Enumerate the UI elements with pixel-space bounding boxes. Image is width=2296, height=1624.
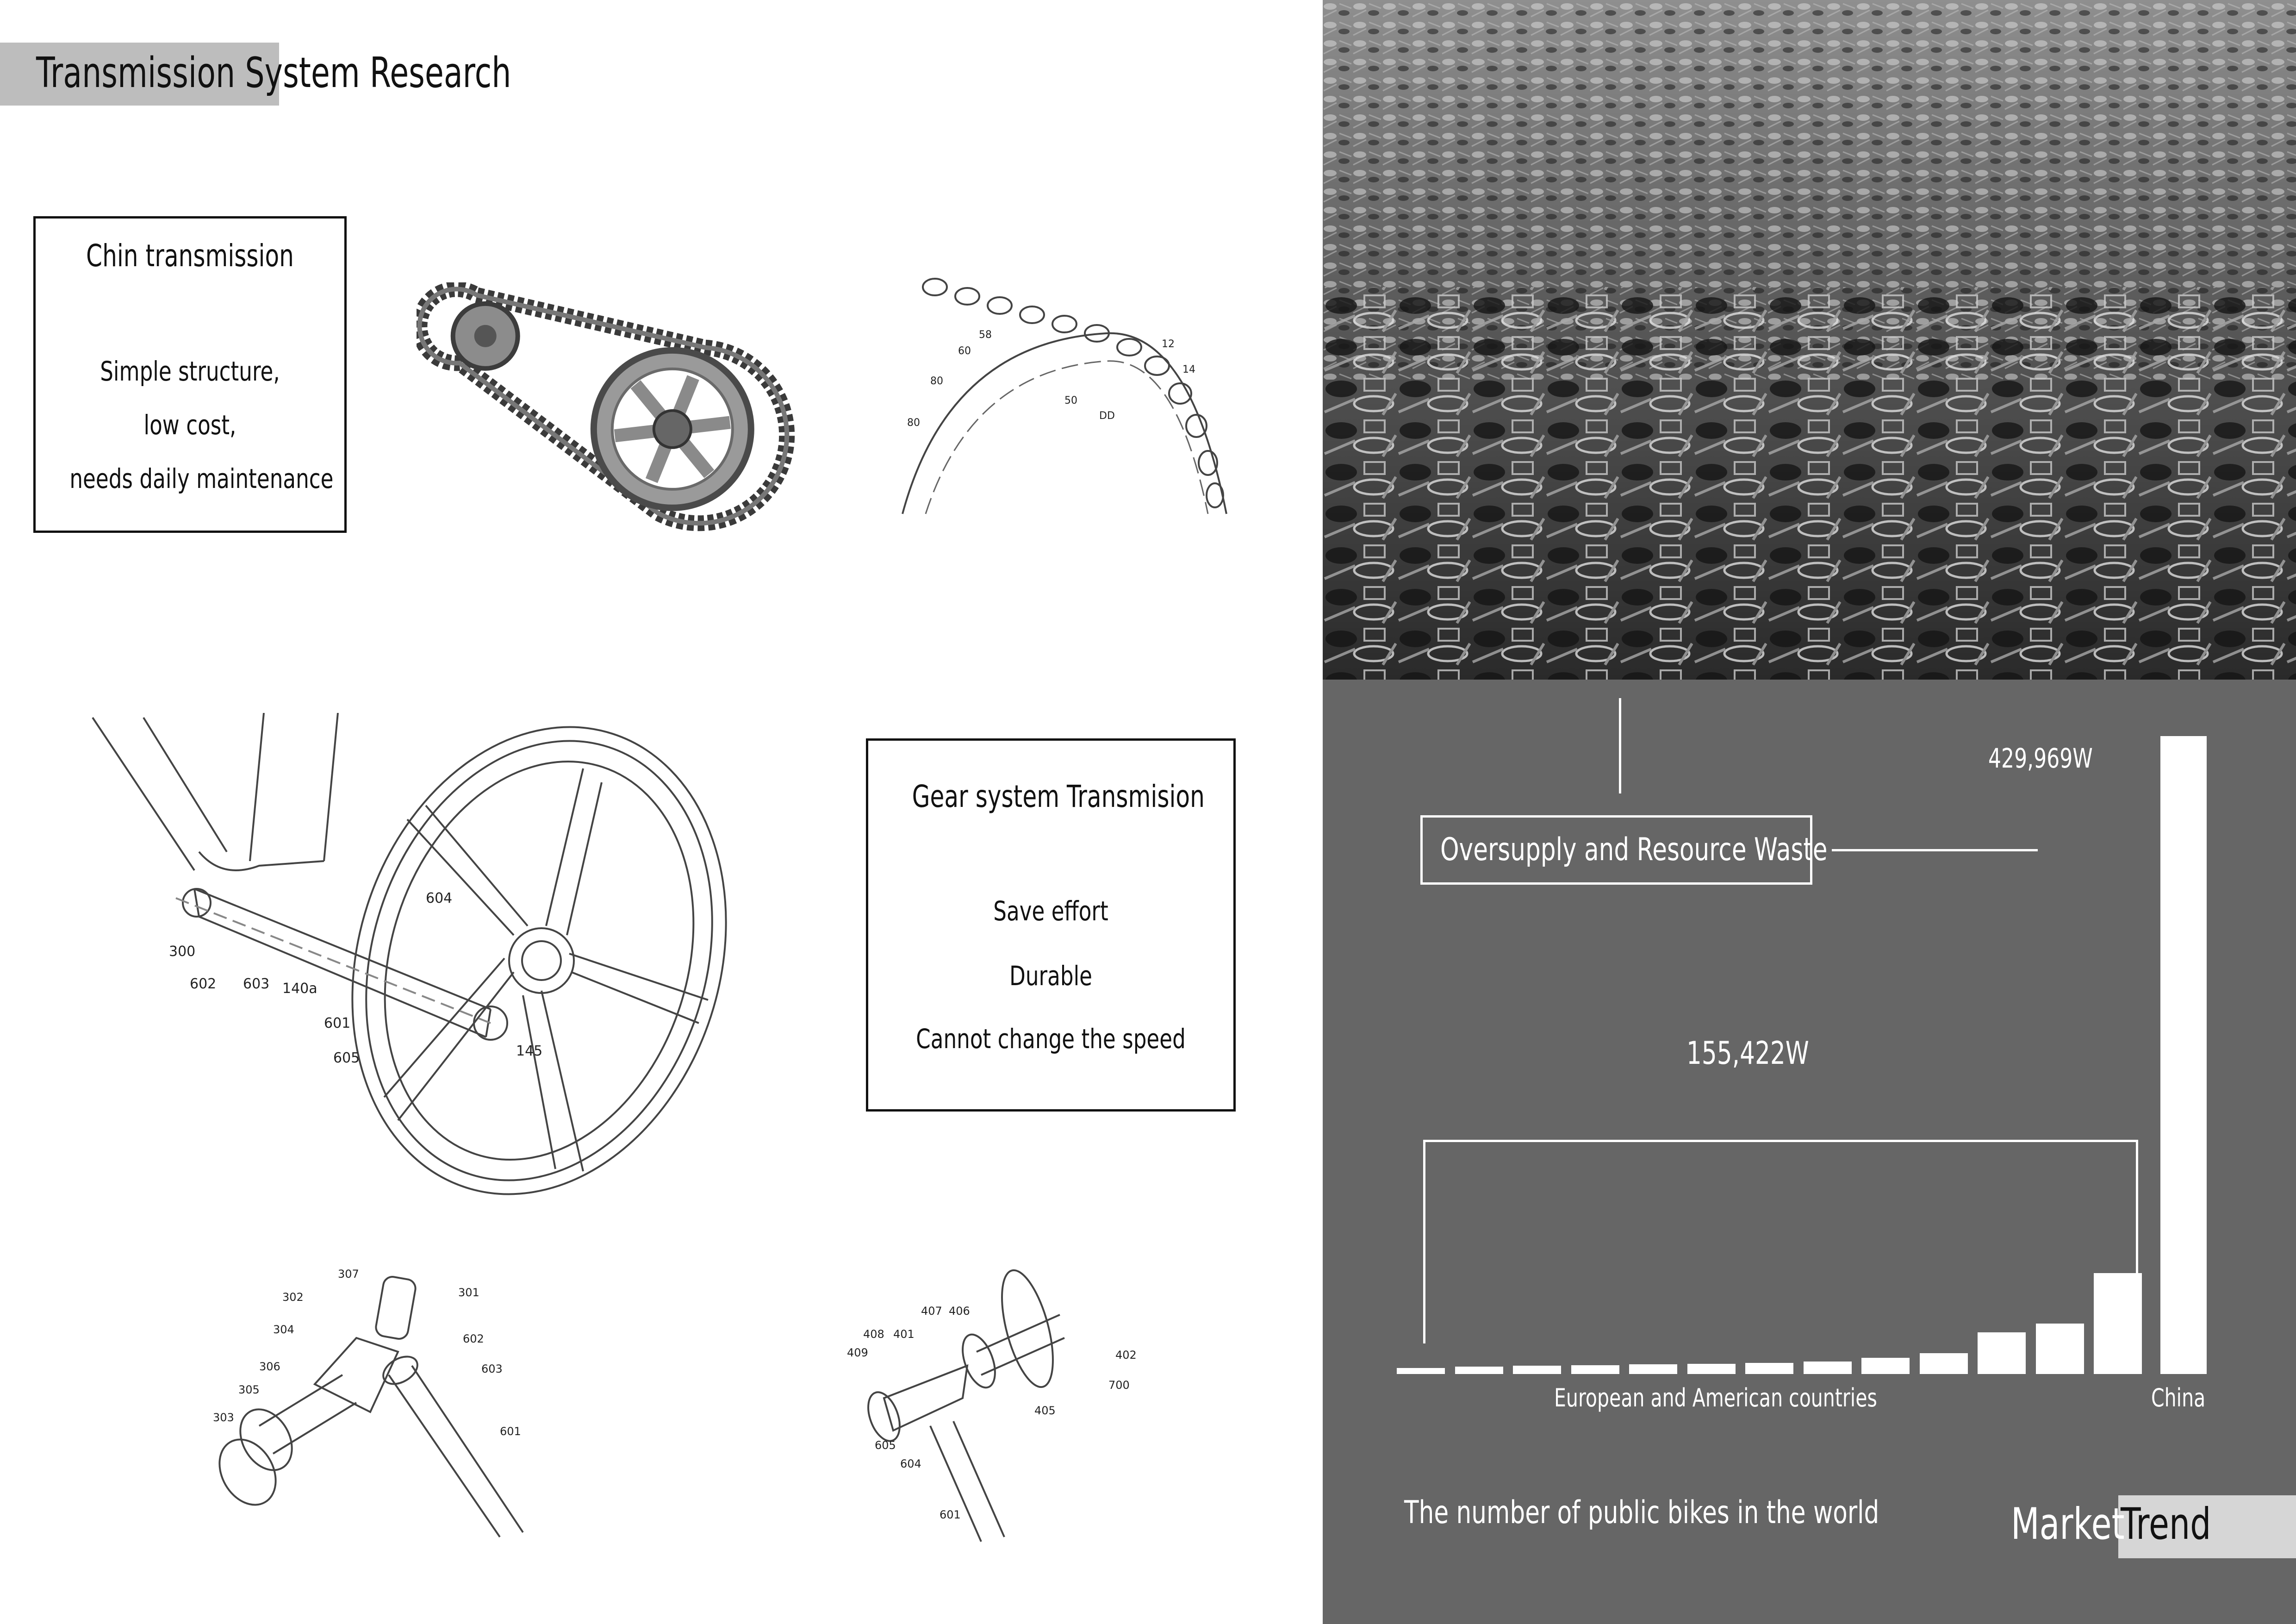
sprocket-label: DD	[1099, 410, 1115, 422]
page-title: Transmission System Research	[36, 49, 511, 97]
shaft-label: 604	[426, 890, 452, 906]
shaft-label: 601	[324, 1015, 350, 1031]
gear-box-line-2: Durable	[1009, 960, 1092, 992]
sprocket-patent-drawing: 58 60 80 80 12 14 50 DD	[893, 278, 1236, 518]
bevel-left-label: 302	[282, 1291, 304, 1304]
bevel-left-label: 601	[500, 1425, 521, 1438]
bevel-right-label: 407	[921, 1305, 942, 1318]
bracket-left	[1423, 1140, 1425, 1343]
chain-box-title: Chin transmission	[86, 238, 294, 274]
trend-highlight	[2118, 1495, 2296, 1558]
chart-caption: The number of public bikes in the world	[1404, 1494, 1879, 1531]
gear-box-line-3: Cannot change the speed	[916, 1023, 1186, 1055]
market-trend-panel: Oversupply and Resource Waste 429,969W 1…	[1323, 680, 2296, 1624]
bevel-left-label: 602	[463, 1332, 484, 1345]
bevel-right-label: 402	[1115, 1349, 1137, 1362]
x-group-label: European and American countries	[1554, 1383, 1877, 1412]
bevel-left-label: 301	[458, 1286, 479, 1299]
sprocket-label: 50	[1064, 395, 1077, 406]
market-heading-word-1: Market	[2011, 1499, 2125, 1549]
bar-country-7	[1745, 1363, 1793, 1374]
bar-country-3	[1513, 1366, 1561, 1374]
shaft-label: 145	[516, 1043, 542, 1059]
bevel-right-label: 406	[949, 1305, 970, 1318]
bar-country-5	[1629, 1364, 1677, 1374]
bevel-left-label: 307	[338, 1268, 359, 1280]
chain-box-line-2: low cost,	[143, 409, 236, 441]
bevel-gear-drawing-left: 307 301 302 304 602 306 603 305 303 601	[204, 1259, 546, 1546]
bar-country-8	[1803, 1362, 1852, 1374]
chain-box-line-3: needs daily maintenance	[69, 463, 334, 494]
bar-country-2	[1455, 1367, 1503, 1374]
bracket-right	[2136, 1140, 2138, 1290]
bevel-right-label: 604	[900, 1457, 921, 1470]
gear-system-box: Gear system Transmision Save effort Dura…	[866, 738, 1236, 1112]
bracket-top	[1423, 1140, 2138, 1142]
bar-country-11	[1978, 1332, 2026, 1374]
bar-country-9	[1861, 1358, 1910, 1374]
annotation-box: Oversupply and Resource Waste	[1420, 815, 1827, 885]
sprocket-label: 80	[930, 375, 943, 387]
sprocket-label: 60	[958, 345, 971, 357]
annotation-leader-vertical	[1619, 698, 1621, 793]
gear-box-title: Gear system Transmision	[912, 779, 1205, 814]
bar-country-10	[1919, 1353, 1968, 1374]
market-heading-word-2: Trend	[2121, 1499, 2211, 1549]
bevel-gear-drawing-right: 407 406 408 401 409 402 700 405 605 604 …	[842, 1245, 1166, 1551]
bevel-right-label: 409	[847, 1346, 868, 1359]
sprocket-label: 58	[979, 329, 992, 341]
chain-sprocket-image	[417, 282, 796, 532]
bevel-left-label: 306	[259, 1360, 280, 1373]
bar-country-6	[1687, 1364, 1736, 1374]
bevel-right-label: 401	[893, 1328, 915, 1341]
shaft-label: 603	[243, 976, 269, 992]
bike-graveyard-photo	[1323, 0, 2296, 680]
shaft-label: 140a	[282, 981, 317, 997]
sprocket-label: 80	[907, 417, 920, 429]
annotation-text: Oversupply and Resource Waste	[1440, 831, 1828, 868]
title-highlight	[0, 43, 279, 106]
bevel-right-label: 405	[1034, 1404, 1056, 1417]
bevel-right-label: 605	[875, 1439, 896, 1452]
data-label-china: 429,969W	[1988, 743, 2093, 774]
bar-country-12	[2035, 1324, 2084, 1374]
bar-country-1	[1397, 1368, 1445, 1374]
chain-box-line-1: Simple structure,	[100, 356, 280, 387]
shaft-label: 605	[333, 1050, 360, 1066]
sprocket-label: 12	[1162, 338, 1175, 350]
sprocket-label: 14	[1182, 364, 1195, 375]
bevel-left-label: 303	[213, 1411, 234, 1424]
data-label-others: 155,422W	[1686, 1035, 1809, 1072]
bevel-right-label: 408	[863, 1328, 884, 1341]
annotation-leader-horizontal	[1832, 849, 2038, 851]
bevel-left-label: 603	[481, 1362, 503, 1375]
bar-country-4	[1571, 1365, 1619, 1374]
bar-country-13	[2094, 1273, 2142, 1374]
gear-box-line-1: Save effort	[993, 895, 1108, 927]
bevel-right-label: 601	[940, 1508, 961, 1521]
chain-transmission-box: Chin transmission Simple structure, low …	[33, 216, 347, 533]
shaft-label: 300	[169, 943, 195, 960]
shaft-label: 602	[190, 976, 216, 992]
bevel-left-label: 304	[273, 1323, 294, 1336]
bevel-right-label: 700	[1108, 1379, 1130, 1392]
shaft-drive-wheel-drawing: 604 300 602 603 140a 601 605 145	[83, 713, 759, 1222]
bar-china	[2160, 736, 2207, 1374]
x-label-china: China	[2151, 1383, 2206, 1412]
bevel-left-label: 305	[238, 1383, 260, 1396]
